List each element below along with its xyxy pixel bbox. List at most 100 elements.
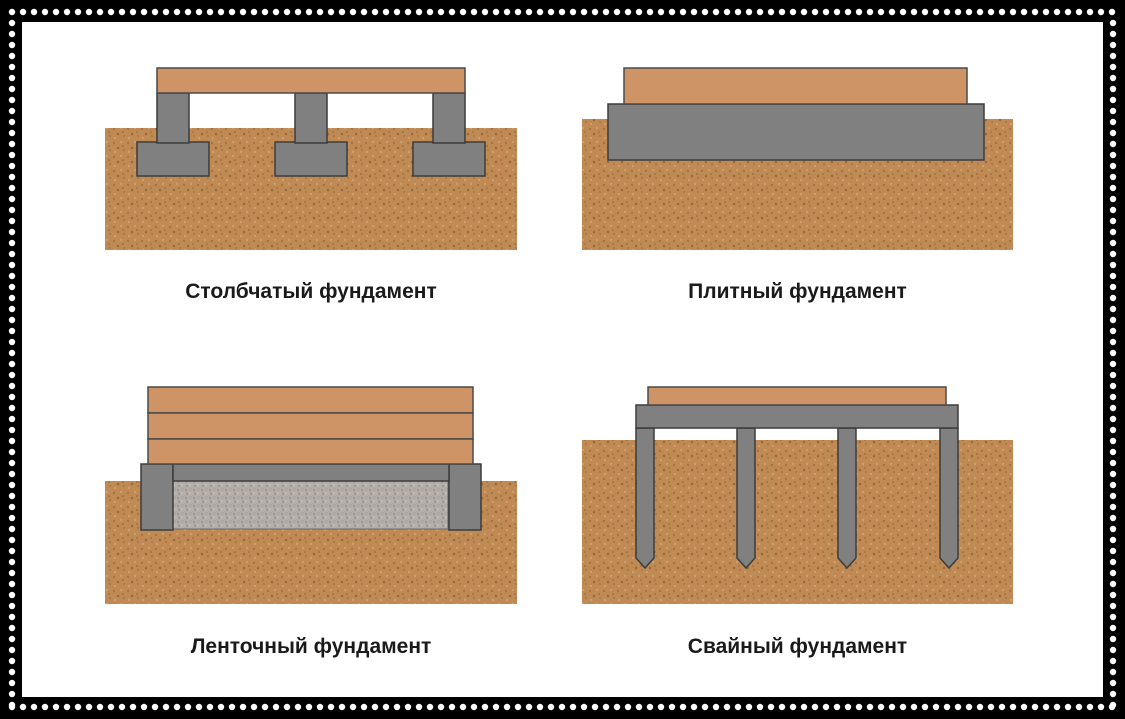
border-dot: [206, 8, 214, 16]
border-dot: [8, 591, 16, 599]
border-dot: [448, 703, 456, 711]
border-dot: [635, 8, 643, 16]
border-dot: [976, 8, 984, 16]
border-dot: [8, 118, 16, 126]
border-dot: [261, 703, 269, 711]
border-dot: [910, 703, 918, 711]
border-dot: [8, 635, 16, 643]
border-dot: [1109, 195, 1117, 203]
border-dot: [888, 703, 896, 711]
border-dot: [1109, 426, 1117, 434]
border-dot: [1109, 118, 1117, 126]
border-dot: [173, 8, 181, 16]
border-dot: [140, 8, 148, 16]
strip-foundation-diagram: [105, 386, 517, 604]
border-dot: [866, 8, 874, 16]
border-dot: [569, 703, 577, 711]
border-dot: [613, 703, 621, 711]
border-dot: [1109, 558, 1117, 566]
border-dot: [492, 8, 500, 16]
border-dot: [1109, 140, 1117, 148]
border-dot: [1109, 316, 1117, 324]
border-dot: [1109, 327, 1117, 335]
border-dot: [393, 703, 401, 711]
border-dot: [1109, 19, 1117, 27]
border-dot: [866, 703, 874, 711]
border-dot: [250, 8, 258, 16]
border-dot: [1109, 701, 1117, 709]
border-dot: [8, 613, 16, 621]
border-dot: [30, 8, 38, 16]
border-dot: [767, 703, 775, 711]
border-dot: [129, 703, 137, 711]
border-dot: [668, 8, 676, 16]
border-dot: [8, 602, 16, 610]
border-dot: [1109, 349, 1117, 357]
border-dot: [712, 703, 720, 711]
caption-columnar-foundation: Столбчатый фундамент: [185, 280, 437, 303]
border-dot: [283, 8, 291, 16]
border-dot: [613, 8, 621, 16]
border-dot: [1109, 85, 1117, 93]
border-dot: [910, 8, 918, 16]
border-dot: [371, 8, 379, 16]
border-dot: [1109, 250, 1117, 258]
border-dot: [206, 703, 214, 711]
border-dot: [140, 703, 148, 711]
border-dot: [1109, 415, 1117, 423]
border-dot: [327, 703, 335, 711]
border-dot: [349, 8, 357, 16]
border-dot: [1109, 217, 1117, 225]
border-dot: [547, 8, 555, 16]
column-footing: [136, 141, 210, 177]
border-dot: [1109, 481, 1117, 489]
border-dot: [745, 8, 753, 16]
border-dot: [1109, 437, 1117, 445]
border-dot: [514, 8, 522, 16]
border-dot: [965, 703, 973, 711]
border-dot: [1086, 703, 1094, 711]
border-dot: [1064, 8, 1072, 16]
border-dot: [1053, 8, 1061, 16]
border-dot: [8, 481, 16, 489]
border-dot: [8, 96, 16, 104]
border-dot: [844, 703, 852, 711]
border-dot: [8, 657, 16, 665]
border-dot: [536, 8, 544, 16]
border-dot: [8, 283, 16, 291]
border-dot: [294, 8, 302, 16]
border-dot: [558, 8, 566, 16]
wooden-beam: [623, 67, 968, 105]
border-dot: [8, 162, 16, 170]
border-dot: [822, 8, 830, 16]
border-dot: [844, 8, 852, 16]
column-footing: [274, 141, 348, 177]
border-dot: [8, 536, 16, 544]
border-dot: [1109, 514, 1117, 522]
border-dot: [272, 703, 280, 711]
border-dot: [646, 8, 654, 16]
column-post: [294, 92, 328, 144]
border-dot: [52, 703, 60, 711]
border-dot: [591, 8, 599, 16]
border-dot: [404, 703, 412, 711]
border-dot: [965, 8, 973, 16]
border-dot: [998, 8, 1006, 16]
border-dot: [1097, 703, 1105, 711]
border-dot: [8, 525, 16, 533]
border-dot: [602, 703, 610, 711]
border-dot: [580, 8, 588, 16]
border-dot: [8, 41, 16, 49]
border-dot: [1109, 294, 1117, 302]
border-dot: [756, 8, 764, 16]
border-dot: [1109, 206, 1117, 214]
border-dot: [1086, 8, 1094, 16]
border-dot: [503, 8, 511, 16]
border-dot: [514, 703, 522, 711]
border-dot: [195, 8, 203, 16]
border-dot: [96, 703, 104, 711]
border-dot: [833, 703, 841, 711]
border-dot: [261, 8, 269, 16]
border-dot: [1109, 580, 1117, 588]
wooden-beam: [147, 438, 474, 465]
